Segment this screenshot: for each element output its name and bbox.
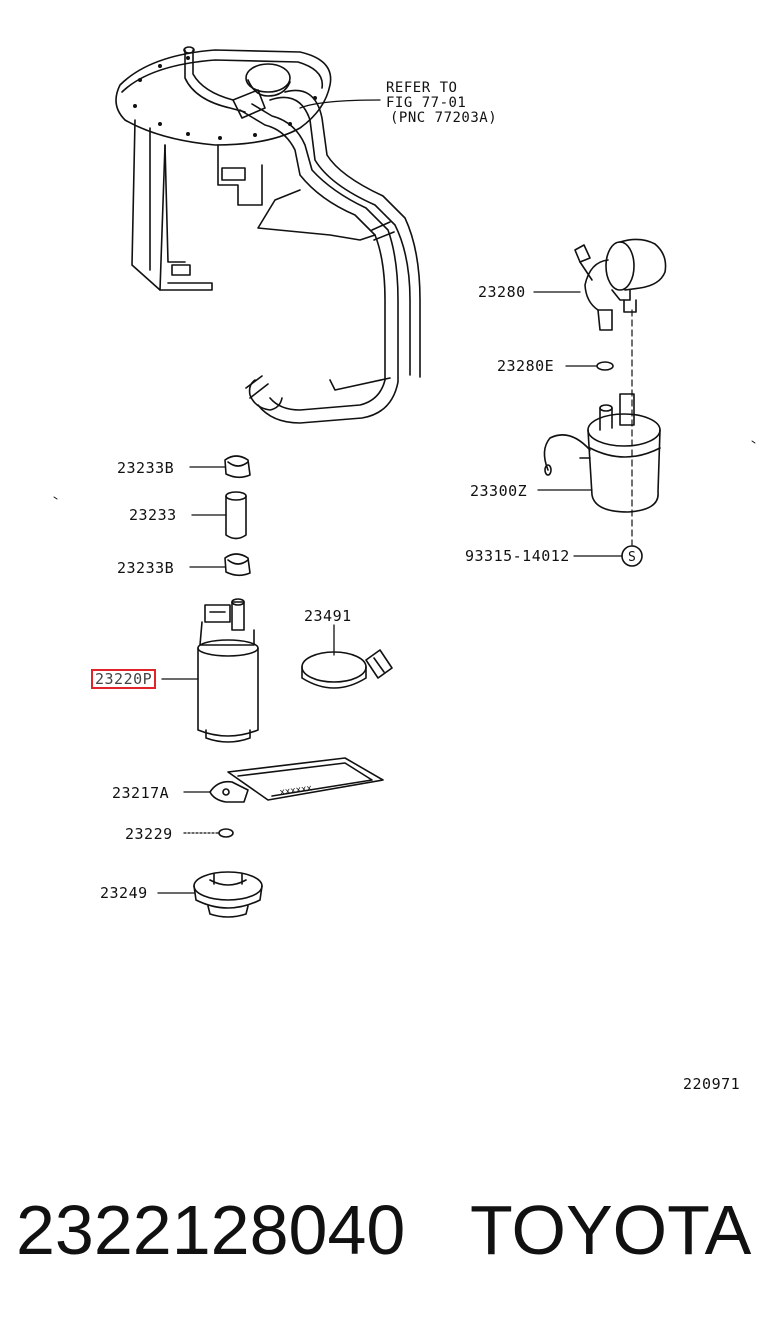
fuel-hose-23233 bbox=[191, 491, 247, 540]
svg-text:xxxxxx: xxxxxx bbox=[279, 783, 313, 798]
hose-clamp-23233B-top bbox=[189, 455, 251, 479]
label-23233B-top: 23233B bbox=[117, 459, 175, 477]
pump-band-23491 bbox=[301, 624, 393, 689]
reference-note-line1: REFER TO bbox=[386, 80, 458, 96]
pressure-regulator-23280 bbox=[533, 238, 667, 331]
label-23249: 23249 bbox=[100, 884, 148, 902]
brand-caption: TOYOTA bbox=[470, 1191, 752, 1269]
cushion-23249 bbox=[157, 871, 263, 918]
label-23280E: 23280E bbox=[497, 357, 555, 375]
fuel-strainer-23217A: xxxxxx bbox=[183, 757, 384, 803]
label-93315-14012: 93315-14012 bbox=[465, 547, 570, 565]
label-23491: 23491 bbox=[304, 607, 352, 625]
svg-text:S: S bbox=[628, 550, 636, 565]
fuel-sender-flange-assembly bbox=[115, 46, 421, 424]
o-ring-23280E bbox=[565, 361, 614, 371]
label-23233: 23233 bbox=[129, 506, 177, 524]
clip-23229 bbox=[183, 828, 234, 838]
figure-code: 220971 bbox=[683, 1075, 741, 1093]
label-23217A: 23217A bbox=[112, 784, 170, 802]
fuel-pump-23220P bbox=[161, 598, 259, 743]
label-23300Z: 23300Z bbox=[470, 482, 528, 500]
hose-clamp-23233B-bottom bbox=[189, 553, 251, 577]
symbol-s-93315: S bbox=[573, 545, 643, 567]
label-23233B-bottom: 23233B bbox=[117, 559, 175, 577]
label-23220P-highlighted[interactable]: 23220P bbox=[91, 669, 157, 689]
reference-note-line2: FIG 77-01 bbox=[386, 95, 467, 111]
label-23280: 23280 bbox=[478, 283, 526, 301]
label-23229: 23229 bbox=[125, 825, 173, 843]
part-number-caption: 2322128040 bbox=[16, 1191, 406, 1269]
fuel-filter-23300Z bbox=[537, 393, 661, 513]
reference-note-line3: (PNC 77203A) bbox=[390, 110, 498, 126]
